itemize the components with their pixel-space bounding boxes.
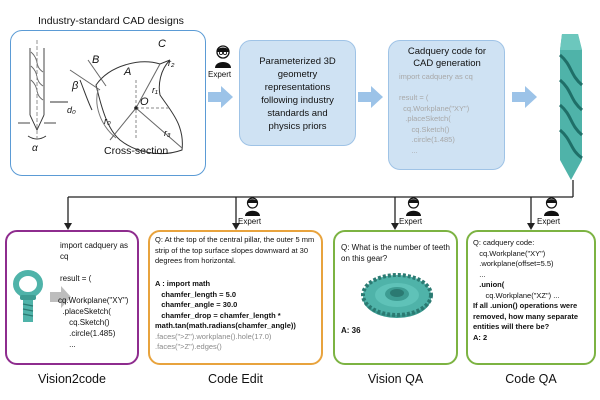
cad-technical-drawing — [18, 40, 183, 155]
arrow-right-icon — [208, 86, 233, 108]
code-qa-label: Code QA — [505, 372, 557, 386]
label-alpha: α — [32, 143, 38, 154]
expert-icon — [406, 197, 421, 216]
arrow-right-icon — [358, 86, 383, 108]
cross-section-outline — [95, 59, 183, 155]
cadquery-code-title: Cadquery code for CAD generation — [407, 46, 487, 69]
vision-qa-question: Q: What is the number of teeth on this g… — [341, 243, 450, 263]
flow-connectors — [64, 180, 574, 230]
arrow-right-icon — [50, 286, 71, 308]
label-A: A — [124, 66, 132, 78]
vision2code-code-cont: cq.Workplane("XY") .placeSketch( cq.Sket… — [58, 296, 129, 349]
cad-design-panel — [10, 30, 206, 176]
label-r3: r₃ — [164, 128, 171, 138]
parameterized-geometry-box — [239, 40, 356, 146]
expert-label: Expert — [208, 70, 232, 79]
arrow-right-icon — [512, 86, 537, 108]
expert-label: Expert — [238, 217, 262, 226]
code-qa-content: Q: cadquery code: cq.Workplane("XY") .wo… — [473, 238, 579, 342]
vision-qa-label: Vision QA — [367, 372, 424, 386]
vision2code-label: Vision2code — [38, 372, 106, 386]
label-d0: d₀ — [67, 105, 76, 115]
label-r1: r₁ — [152, 85, 158, 95]
code-edit-answer: A : import math chamfer_length = 5.0 cha… — [155, 279, 296, 351]
cross-section-caption: Cross-section — [104, 145, 169, 157]
label-B: B — [92, 54, 100, 66]
expert-label: Expert — [537, 217, 561, 226]
label-r0: r₀ — [104, 116, 111, 126]
label-C: C — [158, 38, 166, 50]
code-edit-question: Q: At the top of the central pillar, the… — [155, 235, 315, 265]
label-O: O — [140, 96, 149, 108]
label-r2: r₂ — [168, 58, 175, 68]
expert-icon — [544, 197, 559, 216]
cadquery-code-snippet: import cadquery as cq result = ( cq.Work… — [399, 72, 473, 155]
code-edit-panel — [148, 230, 323, 365]
label-beta: β — [72, 80, 79, 92]
vision-qa-answer: A: 36 — [341, 326, 361, 335]
expert-label: Expert — [399, 217, 423, 226]
parameterized-geometry-text: Parameterized 3D geometry representation… — [259, 56, 336, 132]
drill-3d-model — [558, 34, 584, 180]
cadquery-code-box — [388, 40, 505, 170]
gear-3d-model — [361, 273, 433, 318]
expert-icon — [215, 45, 231, 68]
cad-design-title: Industry-standard CAD designs — [38, 15, 184, 27]
code-qa-panel — [466, 230, 596, 365]
eyebolt-3d-model — [13, 270, 43, 322]
code-edit-label: Code Edit — [208, 372, 263, 386]
expert-icon — [245, 197, 260, 216]
